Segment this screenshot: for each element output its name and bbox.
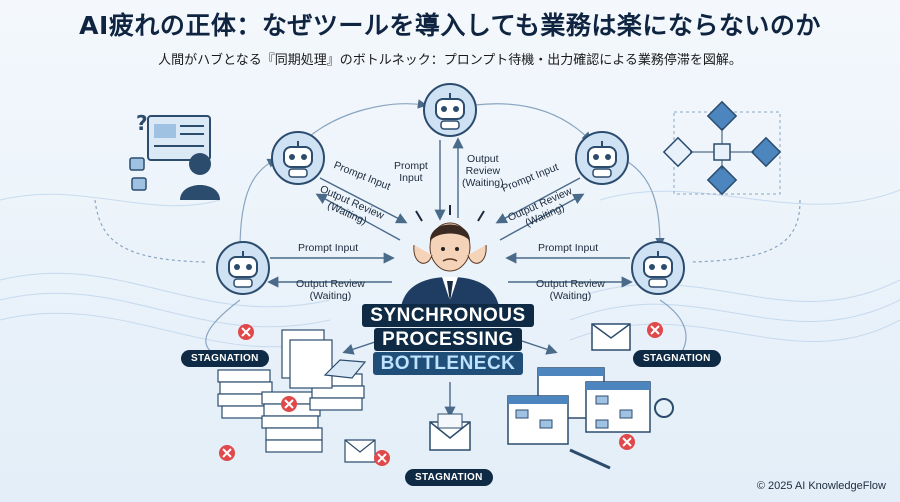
arrow-tr-in	[495, 177, 581, 224]
copyright-text: © 2025 AI KnowledgeFlow	[756, 480, 886, 492]
arc-right-upper	[474, 103, 592, 142]
stagnation-x-icons	[219, 322, 663, 466]
stagnation-badge-right: STAGNATION	[633, 350, 721, 367]
left-document-stacks	[217, 329, 376, 463]
network-blocks-icon	[662, 100, 782, 196]
arc-right-lower	[624, 159, 665, 248]
bottleneck-line-2: PROCESSING	[360, 328, 536, 351]
dash-blocks	[689, 199, 801, 263]
bottleneck-line-3: BOTTLENECK	[360, 352, 536, 375]
label-prompt-input-right: Prompt Input	[538, 242, 599, 254]
label-output-review-left: Output Review(Waiting)	[296, 278, 365, 302]
stagnation-badge-bottom: STAGNATION	[405, 469, 493, 486]
page-subtitle: 人間がハブとなる『同期処理』のボトルネック：プロンプト待機・出力確認による業務停…	[158, 53, 742, 68]
robot-icon-upper-left	[271, 131, 325, 185]
robot-icon-right	[631, 241, 685, 295]
bottom-mail-icon	[429, 413, 471, 451]
label-prompt-input-left: Prompt Input	[298, 242, 359, 254]
page-title: AI疲れの正体：なぜツールを導入しても業務は楽にならないのか	[79, 11, 821, 40]
svg-text:?: ?	[136, 111, 148, 135]
user-computer-icon: ?	[129, 111, 220, 200]
bottleneck-line-1: SYNCHRONOUS	[360, 304, 536, 327]
dash-user	[94, 199, 206, 263]
robot-icon-left	[216, 241, 270, 295]
arrow-tl-out	[315, 193, 401, 241]
robot-icon-upper-right	[575, 131, 629, 185]
bottleneck-label: SYNCHRONOUS PROCESSING BOTTLENECK	[360, 304, 536, 377]
gear-icon	[654, 398, 674, 418]
label-output-review-right: Output Review(Waiting)	[536, 278, 605, 302]
robot-icon-top	[423, 83, 477, 137]
right-workflow-screens	[507, 323, 674, 470]
stagnation-badge-left: STAGNATION	[181, 350, 269, 367]
arrow-tr-out	[499, 193, 585, 241]
arc-left-lower	[239, 158, 278, 251]
arc-left-upper	[304, 99, 428, 141]
arrow-tl-in	[319, 177, 408, 224]
